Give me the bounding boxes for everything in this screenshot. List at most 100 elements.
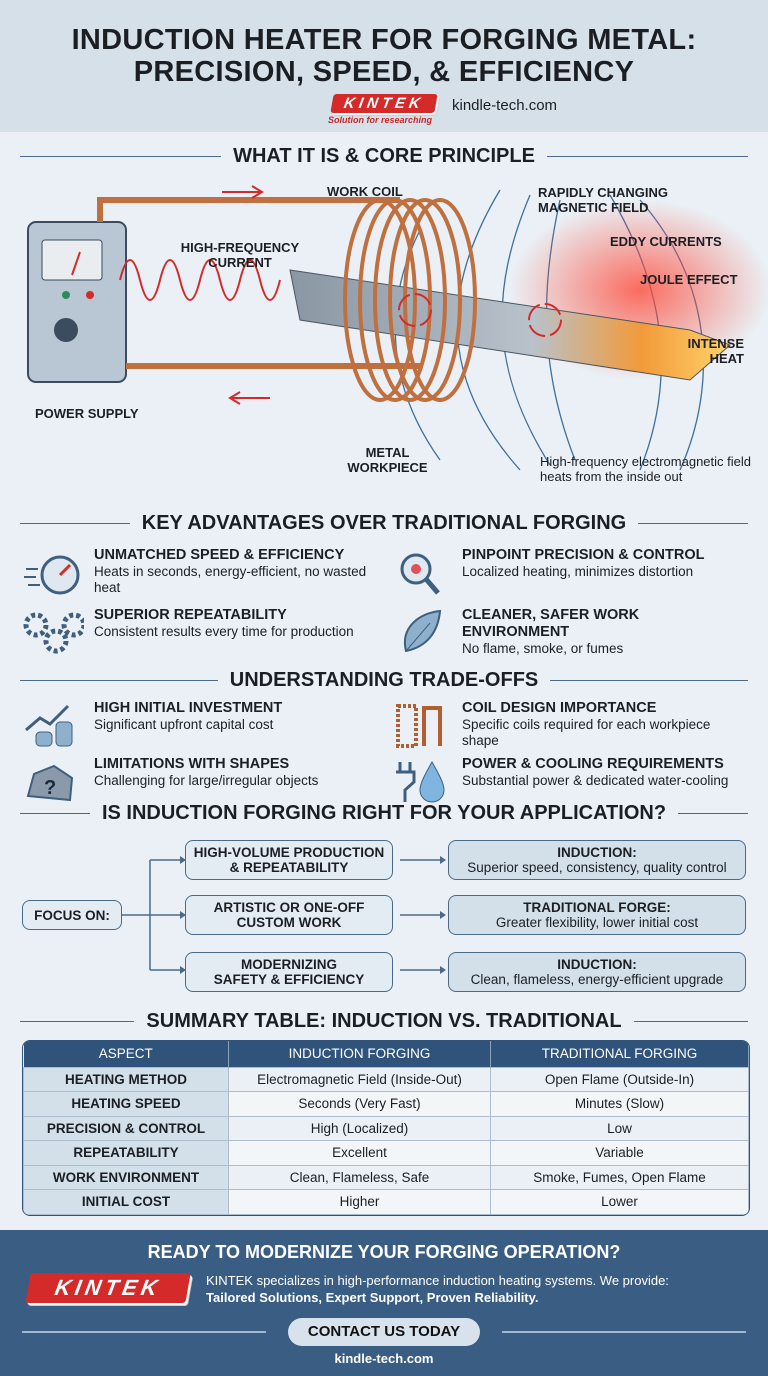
focus-label: FOCUS ON:: [22, 900, 122, 930]
induction-cell: Excellent: [228, 1140, 491, 1166]
item-desc: Specific coils required for each workpie…: [462, 717, 711, 748]
traditional-cell: Lower: [490, 1189, 749, 1215]
result-title: INDUCTION:: [557, 957, 637, 972]
induction-cell: Electromagnetic Field (Inside-Out): [228, 1066, 491, 1092]
label-work-coil: WORK COIL: [327, 184, 403, 199]
item-desc: No flame, smoke, or fumes: [462, 641, 624, 656]
traditional-cell: Variable: [490, 1140, 749, 1166]
traditional-cell: Smoke, Fumes, Open Flame: [490, 1164, 749, 1190]
contact-us-button[interactable]: CONTACT US TODAY: [288, 1318, 480, 1346]
footer-heading: READY TO MODERNIZE YOUR FORGING OPERATIO…: [147, 1242, 621, 1262]
column-header: TRADITIONAL FORGING: [490, 1041, 749, 1067]
result-box: INDUCTION:Superior speed, consistency, q…: [448, 840, 746, 880]
item-title: CLEANER, SAFER WORK ENVIRONMENT: [462, 607, 640, 640]
item-title: LIMITATIONS WITH SHAPES: [94, 756, 290, 772]
summary-table: ASPECT INDUCTION FORGING TRADITIONAL FOR…: [23, 1041, 749, 1215]
condition-l1: ARTISTIC OR ONE-OFF: [213, 900, 365, 915]
label-magnetic-field: RAPIDLY CHANGING MAGNETIC FIELD: [538, 185, 669, 215]
upper-cable: [97, 197, 400, 222]
aspect-cell: INITIAL COST: [23, 1189, 229, 1215]
gears-icon: [22, 607, 87, 657]
kintek-logo: KINTEK: [25, 1273, 191, 1303]
result-box: TRADITIONAL FORGE:Greater flexibility, l…: [448, 895, 746, 935]
rock-question-icon: ?: [22, 756, 84, 806]
coil-icon: [390, 700, 452, 750]
power-supply-icon: [27, 221, 127, 383]
condition-l2: CUSTOM WORK: [236, 915, 342, 930]
induction-cell: Clean, Flameless, Safe: [228, 1164, 491, 1190]
heading-text: UNDERSTANDING TRADE-OFFS: [229, 669, 539, 691]
item-title: HIGH INITIAL INVESTMENT: [94, 700, 283, 716]
website-link[interactable]: kindle-tech.com: [452, 97, 558, 114]
svg-text:?: ?: [44, 777, 56, 799]
item-title: PINPOINT PRECISION & CONTROL: [462, 547, 705, 563]
label-eddy-currents: EDDY CURRENTS: [610, 234, 722, 249]
label-intense-heat: INTENSE HEAT: [687, 336, 744, 366]
item-desc: Challenging for large/irregular objects: [94, 773, 319, 788]
aspect-cell: WORK ENVIRONMENT: [23, 1164, 229, 1190]
result-desc: Greater flexibility, lower initial cost: [495, 915, 699, 930]
traditional-cell: Low: [490, 1115, 749, 1141]
aspect-cell: PRECISION & CONTROL: [23, 1115, 229, 1141]
condition-l2: SAFETY & EFFICIENCY: [213, 972, 365, 987]
eddy-current-icons: [398, 293, 562, 337]
item-title: UNMATCHED SPEED & EFFICIENCY: [94, 547, 345, 563]
divider: [22, 1331, 266, 1333]
footer-website-link[interactable]: kindle-tech.com: [334, 1351, 434, 1366]
result-title: TRADITIONAL FORGE:: [523, 900, 671, 915]
item-title: SUPERIOR REPEATABILITY: [94, 607, 287, 623]
stopwatch-icon: [22, 547, 84, 597]
heading-text: IS INDUCTION FORGING RIGHT FOR YOUR APPL…: [101, 802, 667, 824]
logo-tagline: Solution for researching: [328, 115, 433, 125]
heading-text: WHAT IT IS & CORE PRINCIPLE: [233, 145, 535, 167]
diagram-caption: High-frequency electromagnetic field hea…: [540, 454, 751, 484]
aspect-cell: HEATING SPEED: [23, 1091, 229, 1117]
metal-workpiece: [289, 269, 731, 381]
plug-water-icon: [390, 756, 452, 806]
decision-connectors: [122, 856, 446, 974]
item-desc: Consistent results every time for produc…: [94, 624, 354, 639]
footer-text-l2: Tailored Solutions, Expert Support, Prov…: [206, 1290, 539, 1305]
item-desc: Localized heating, minimizes distortion: [462, 564, 694, 579]
summary-table-wrap: ASPECT INDUCTION FORGING TRADITIONAL FOR…: [22, 1040, 750, 1216]
summary-heading: SUMMARY TABLE: INDUCTION VS. TRADITIONAL: [20, 1010, 749, 1033]
tradeoffs-heading: UNDERSTANDING TRADE-OFFS: [20, 669, 749, 692]
traditional-cell: Minutes (Slow): [490, 1091, 749, 1117]
decision-heading: IS INDUCTION FORGING RIGHT FOR YOUR APPL…: [20, 802, 749, 825]
column-header: INDUCTION FORGING: [228, 1041, 491, 1067]
arrow-right: [222, 185, 264, 199]
header: INDUCTION HEATER FOR FORGING METAL: PREC…: [0, 0, 768, 132]
condition-l2: & REPEATABILITY: [229, 860, 349, 875]
principle-heading: WHAT IT IS & CORE PRINCIPLE: [20, 145, 749, 168]
item-title: POWER & COOLING REQUIREMENTS: [462, 756, 724, 772]
footer-text-l1: KINTEK specializes in high-performance i…: [206, 1273, 669, 1288]
induction-diagram: [27, 185, 768, 471]
aspect-cell: REPEATABILITY: [23, 1140, 229, 1166]
page-title: INDUCTION HEATER FOR FORGING METAL:: [71, 24, 697, 56]
traditional-cell: Open Flame (Outside-In): [490, 1066, 749, 1092]
condition-l1: HIGH-VOLUME PRODUCTION: [193, 845, 385, 860]
divider: [502, 1331, 746, 1333]
column-header: ASPECT: [23, 1041, 229, 1067]
label-current: HIGH-FREQUENCY CURRENT: [180, 240, 300, 270]
label-power-supply: POWER SUPPLY: [35, 406, 139, 421]
item-desc: Substantial power & dedicated water-cool…: [462, 773, 729, 788]
result-desc: Superior speed, consistency, quality con…: [467, 860, 727, 875]
induction-cell: Higher: [228, 1189, 491, 1215]
target-magnifier-icon: [390, 547, 452, 597]
label-joule-effect: JOULE EFFECT: [640, 272, 738, 287]
